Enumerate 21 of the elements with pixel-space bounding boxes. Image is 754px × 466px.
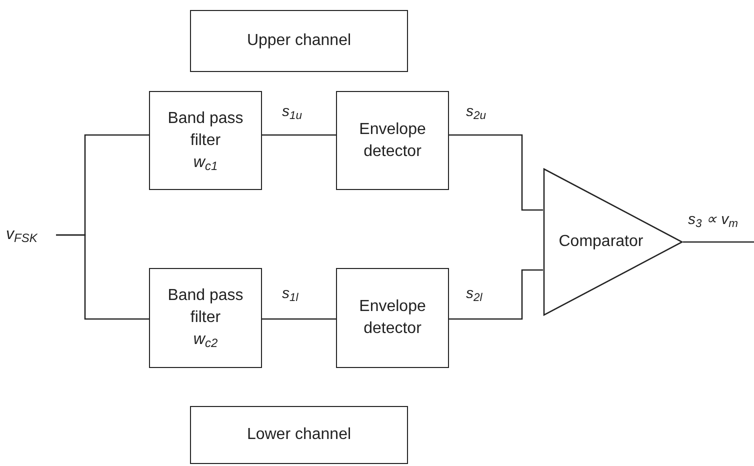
connector-line: [683, 241, 754, 243]
connector-line: [262, 134, 336, 136]
frequency-label: w$_{c2}$: [193, 330, 218, 351]
block-box: [190, 10, 408, 72]
frequency-label: w$_{c1}$: [193, 152, 218, 174]
block-label: Envelope detector: [358, 120, 427, 162]
connector-line: [449, 269, 543, 320]
block-box: [190, 406, 408, 464]
comparator-triangle: [543, 168, 683, 316]
block-box: [149, 268, 262, 368]
input-signal-label: v$_{FSK}$: [6, 225, 38, 246]
connector-line: [262, 318, 336, 320]
block-box: [336, 268, 449, 368]
block-label: Envelope detector: [358, 297, 427, 339]
block-label: Upper channel: [246, 31, 352, 51]
connector-line: [56, 234, 149, 320]
block-label: Comparator: [558, 232, 644, 252]
connector-line: [449, 134, 543, 211]
block-box: [149, 91, 262, 190]
block-box: [336, 91, 449, 190]
block-label: Lower channel: [246, 425, 352, 445]
